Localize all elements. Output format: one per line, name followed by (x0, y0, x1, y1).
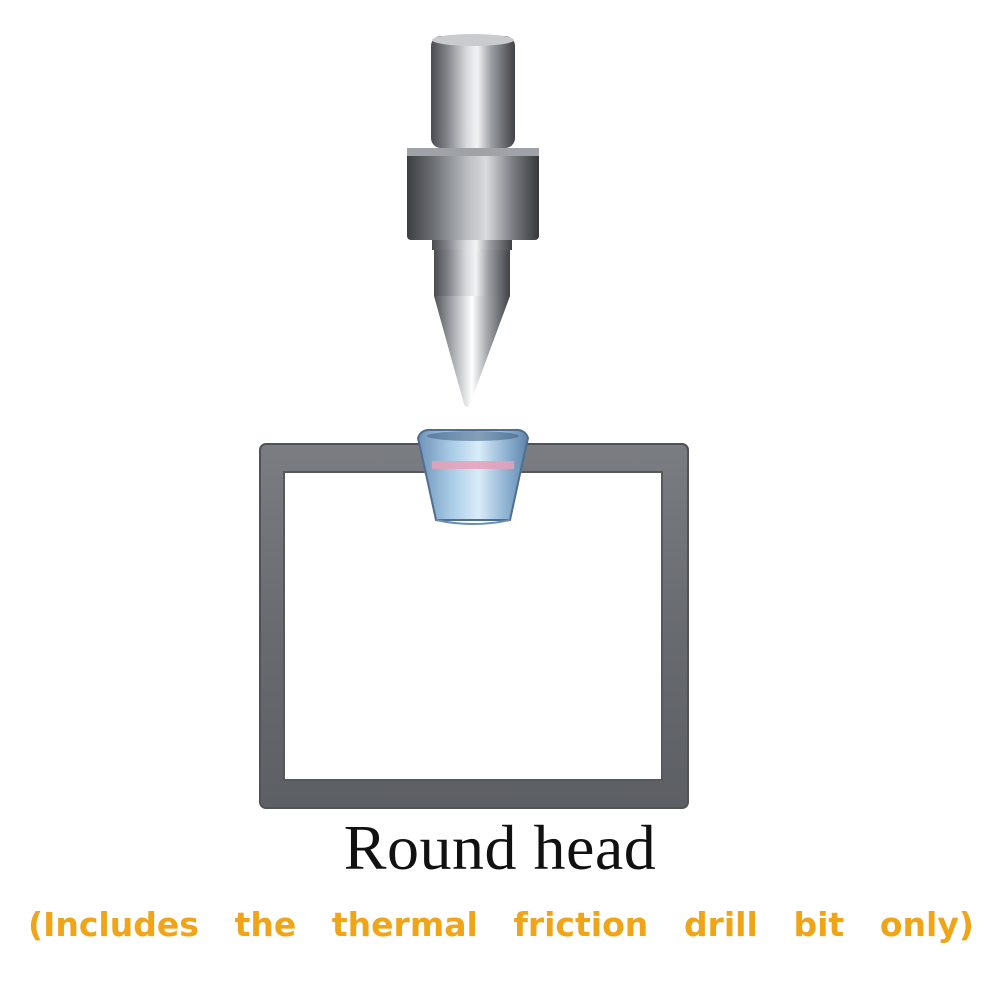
caption-note-word: friction (513, 905, 649, 944)
caption-note-word: thermal (331, 905, 478, 944)
caption-note-word: only) (879, 905, 974, 944)
caption-title: Round head (343, 812, 657, 883)
caption-note-word: drill (683, 905, 758, 944)
caption-note: (Includes the thermal friction drill bit… (28, 900, 974, 950)
caption-note-word: (Includes (28, 905, 199, 944)
friction-drill-bit-icon (407, 34, 539, 407)
product-illustration (259, 34, 689, 809)
caption-note-word: the (234, 905, 297, 944)
formed-bushing-icon (416, 428, 530, 525)
caption-note-word: bit (793, 905, 845, 944)
